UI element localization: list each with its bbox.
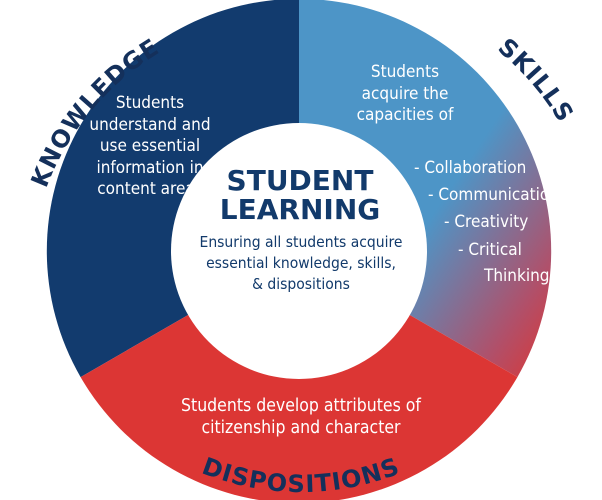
skill-item-thinking: Thinking: [484, 266, 550, 286]
center-title: STUDENT LEARNING: [219, 164, 381, 226]
knowledge-description: Students understand and use essential in…: [89, 93, 211, 199]
center-subtitle: Ensuring all students acquire essential …: [199, 233, 403, 293]
skill-item-communication: - Communication: [428, 185, 559, 205]
skill-item-creativity: - Creativity: [444, 212, 529, 232]
skill-item-collaboration: - Collaboration: [414, 158, 527, 178]
dispositions-description: Students develop attributes of citizensh…: [181, 396, 421, 438]
skill-item-critical: - Critical: [458, 240, 522, 260]
center-circle: [171, 123, 427, 379]
skills-intro: Students acquire the capacities of: [356, 62, 454, 125]
